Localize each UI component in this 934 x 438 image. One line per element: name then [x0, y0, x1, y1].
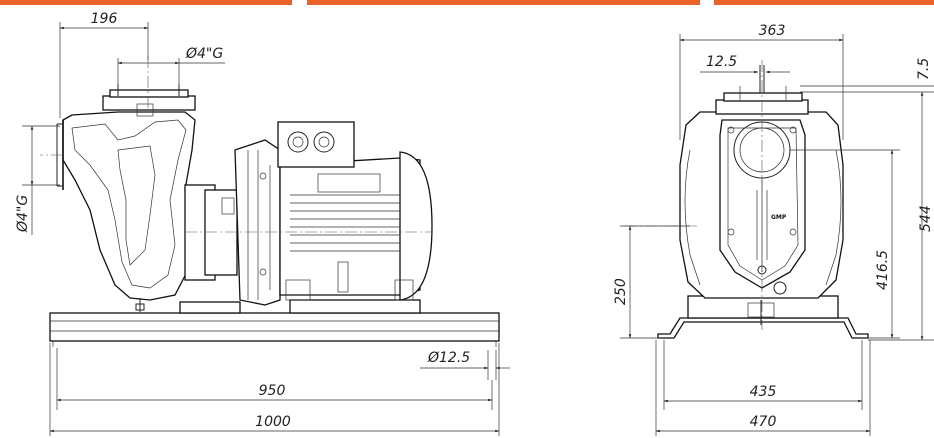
- dim-outlet-height-label: 416.5: [875, 250, 891, 290]
- dim-total-height-label: 544: [918, 205, 934, 232]
- dim-hole: Ø12.5: [420, 350, 510, 380]
- base-feet: [657, 295, 869, 339]
- electric-motor: [277, 121, 433, 301]
- dim-top-offset-label: 7.5: [916, 58, 932, 80]
- dim-foot-inner-label: 435: [750, 384, 777, 400]
- pump-body: [56, 84, 196, 312]
- dim-outlet-offset: 12.5: [700, 54, 790, 74]
- dim-total-length: 1000: [49, 343, 500, 436]
- dim-flange-offset: 196: [59, 11, 149, 118]
- dim-inner-length-label: 950: [259, 383, 286, 399]
- side-view: 196 Ø4"G Ø4"G Ø12.5: [15, 11, 510, 436]
- accent-bar-right: [714, 0, 934, 5]
- dim-outlet-size-label: Ø4"G: [185, 46, 223, 62]
- dim-outlet-size: Ø4"G: [117, 46, 225, 86]
- dim-foot-outer-label: 470: [750, 414, 777, 430]
- dim-inner-length: 950: [56, 348, 493, 410]
- dim-shaft-height-label: 250: [613, 278, 629, 305]
- dim-inlet-size: Ø4"G: [15, 125, 60, 235]
- dim-width-top-label: 363: [759, 23, 786, 39]
- dim-inlet-size-label: Ø4"G: [15, 195, 31, 233]
- dim-total-height: 544: [868, 91, 934, 341]
- dim-flange-offset-label: 196: [91, 11, 118, 27]
- accent-bar-left: [0, 0, 292, 5]
- front-view: GMP 363 12.5: [613, 23, 934, 436]
- accent-bar-middle: [307, 0, 700, 5]
- brand-logo: GMP: [771, 214, 787, 221]
- centerlines: [40, 56, 432, 233]
- dim-shaft-height: 250: [613, 225, 690, 339]
- base-plate: [49, 299, 500, 347]
- dim-width-top: 363: [679, 23, 844, 140]
- dim-outlet-height: 416.5: [790, 149, 900, 339]
- coupling-bracket: [184, 139, 281, 306]
- dim-top-offset: 7.5: [800, 58, 934, 93]
- dim-foot-outer: 470: [655, 340, 871, 436]
- dim-foot-inner: 435: [663, 340, 863, 410]
- dim-hole-label: Ø12.5: [427, 350, 470, 366]
- dim-outlet-offset-label: 12.5: [706, 54, 737, 70]
- pump-front-body: GMP: [679, 65, 844, 299]
- header-accent-bars: [0, 0, 934, 5]
- dim-total-length-label: 1000: [255, 414, 291, 430]
